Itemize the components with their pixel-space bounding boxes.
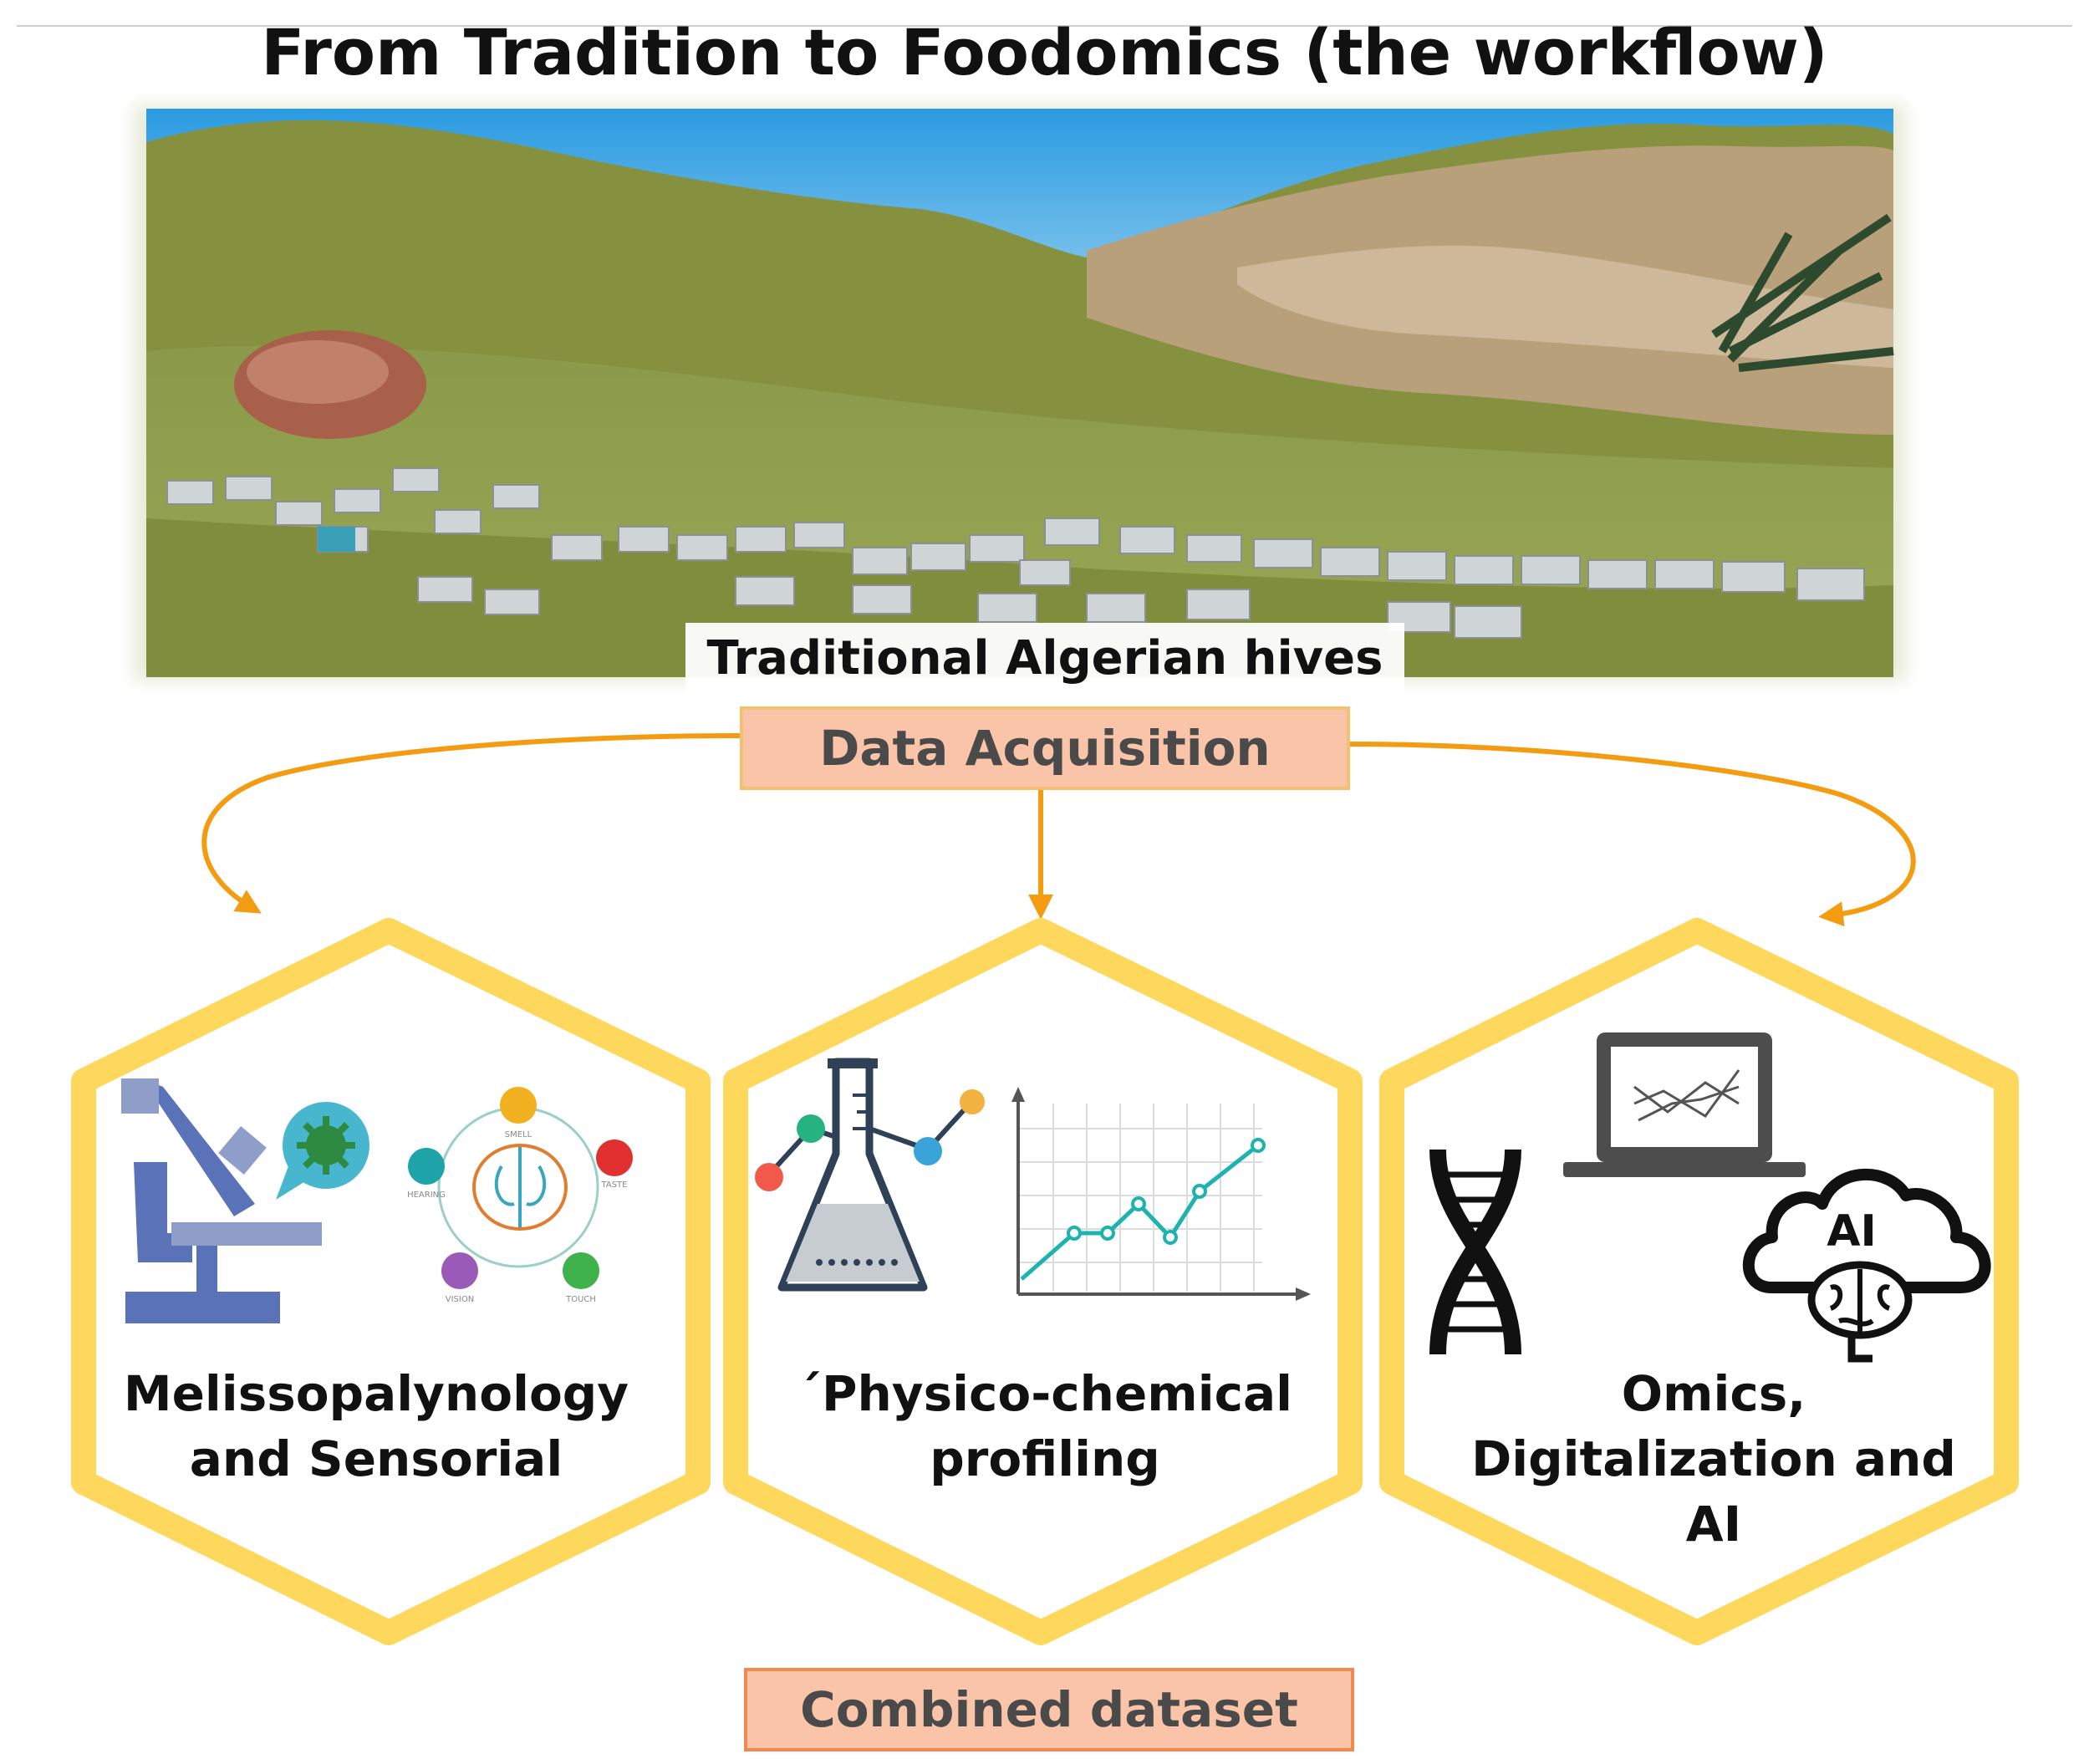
smell-icon <box>500 1087 537 1124</box>
sense-label-vision: VISION <box>446 1295 474 1304</box>
sense-label-touch: TOUCH <box>565 1295 596 1304</box>
sense-label-hearing: HEARING <box>407 1190 446 1200</box>
line-graph-icon <box>1011 1087 1311 1301</box>
sense-label-taste: TASTE <box>601 1180 628 1190</box>
hexagon-1 <box>71 918 711 1645</box>
hexagon-3-label: Omics, Digitalization and AI <box>1421 1361 2006 1557</box>
hexagon-2 <box>723 918 1363 1645</box>
ai-cloud-brain-icon: AI <box>1742 1168 1991 1363</box>
hexagon-frames <box>71 918 2019 1645</box>
data-acquisition-box: Data Acquisition <box>740 706 1350 790</box>
top-divider <box>17 25 2072 27</box>
landscape-photo <box>134 105 1906 681</box>
hearing-icon <box>408 1148 445 1185</box>
five-senses-icon: SMELL TASTE TOUCH VISION HEARING <box>407 1087 633 1304</box>
microscope-icon <box>121 1078 322 1323</box>
flask-icon <box>755 1058 985 1292</box>
hexagon-1-line-2: and Sensorial <box>189 1430 563 1487</box>
dna-helix-icon <box>1429 1149 1521 1355</box>
hive-row <box>166 467 1865 639</box>
hexagon-2-line-2: profiling <box>930 1430 1160 1487</box>
hexagon-3-line-2: Digitalization and <box>1471 1430 1956 1487</box>
pollen-speech-bubble-icon <box>276 1102 369 1200</box>
photo-caption: Traditional Algerian hives <box>685 623 1404 694</box>
laptop-icon <box>1563 1032 1806 1177</box>
hexagon-2-line-1: ´Physico-chemical <box>797 1365 1293 1422</box>
flow-arrows <box>201 733 1916 927</box>
arrow-to-hexagon-1 <box>201 733 741 914</box>
arrow-to-hexagon-3 <box>1349 742 1916 927</box>
hexagon-2-label: ´Physico-chemical profiling <box>744 1361 1346 1491</box>
ai-badge-label: AI <box>1827 1206 1877 1257</box>
combined-dataset-box: Combined dataset <box>744 1668 1354 1751</box>
diagram-title: From Tradition to Foodomics (the workflo… <box>261 15 1828 89</box>
hexagon-3-line-1: Omics, <box>1621 1365 1806 1422</box>
hexagon-1-line-1: Melissopalynology <box>123 1365 629 1422</box>
vision-icon <box>441 1252 478 1289</box>
sense-label-smell: SMELL <box>505 1130 532 1139</box>
hexagon-3 <box>1379 918 2019 1645</box>
hexagon-1-label: Melissopalynology and Sensorial <box>92 1361 660 1491</box>
touch-icon <box>563 1252 599 1289</box>
hexagon-3-line-3: AI <box>1685 1496 1742 1552</box>
taste-icon <box>596 1139 633 1176</box>
